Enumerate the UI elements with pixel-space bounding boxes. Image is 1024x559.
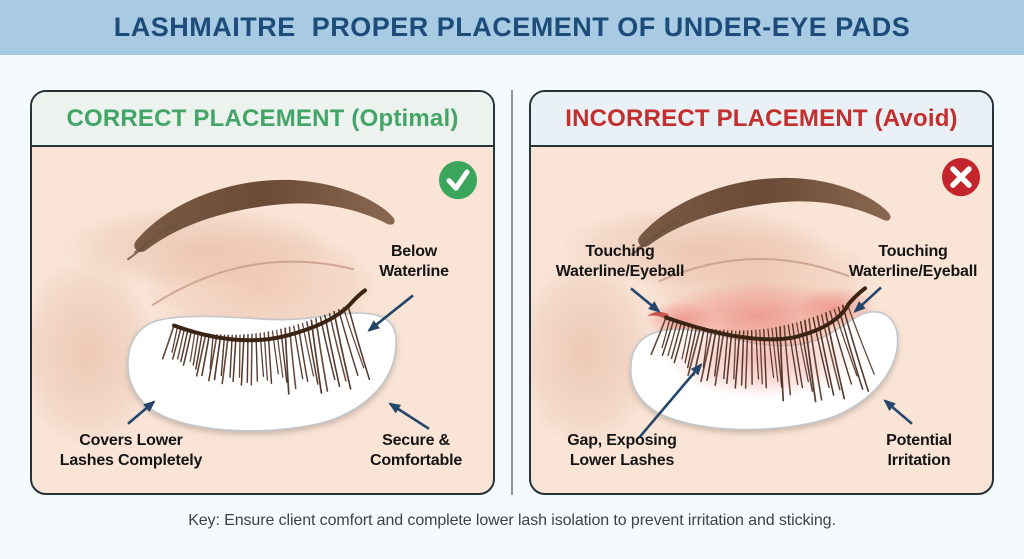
eyelid-crease <box>151 260 355 307</box>
annotation-below-waterline: Below Waterline <box>379 243 449 281</box>
footer-key: Key: Ensure client comfort and complete … <box>0 512 1024 530</box>
eyebrow-wisps <box>127 218 185 261</box>
annotation-touching-waterline-right: Touching Waterline/Eyeball <box>848 243 978 281</box>
annotation-arrow <box>638 363 703 439</box>
annotation-potential-irritation: Potential Irritation <box>886 432 952 470</box>
check-icon <box>439 161 477 200</box>
annotation-arrow <box>883 399 913 425</box>
correct-placement-panel: CORRECT PLACEMENT (Optimal) <box>30 90 495 495</box>
eyebrow-wisps <box>631 220 677 256</box>
skin-shading <box>32 257 157 448</box>
annotation-secure-comfortable: Secure & Comfortable <box>369 432 463 470</box>
annotation-arrow <box>127 400 156 425</box>
annotation-arrow <box>367 294 414 332</box>
lash-line <box>172 288 367 343</box>
correct-panel-header: CORRECT PLACEMENT (Optimal) <box>32 92 493 147</box>
annotation-covers-lower-lashes: Covers Lower Lashes Completely <box>59 432 203 470</box>
annotation-arrows <box>127 294 430 430</box>
skin-shading <box>531 257 656 448</box>
annotation-touching-waterline-left: Touching Waterline/Eyeball <box>555 243 685 281</box>
panel-divider <box>511 90 513 495</box>
eyebrow <box>638 177 891 247</box>
under-eye-pad <box>127 312 397 432</box>
incorrect-panel-body: Touching Waterline/Eyeball Touching Wate… <box>531 147 992 493</box>
annotation-arrows <box>630 286 913 439</box>
eyelid-shading <box>142 227 378 344</box>
title-banner: LASHMAITRE PROPER PLACEMENT OF UNDER-EYE… <box>0 0 1024 55</box>
eyebrow <box>134 179 395 253</box>
lash-line <box>664 286 867 342</box>
annotation-arrow <box>853 286 882 313</box>
annotation-gap-exposing-lashes: Gap, Exposing Lower Lashes <box>567 432 677 470</box>
eyelid-crease <box>658 257 850 283</box>
upper-lashes <box>650 302 875 403</box>
annotation-arrow <box>630 287 661 313</box>
correct-panel-body: Below Waterline Covers Lower Lashes Comp… <box>32 147 493 493</box>
x-icon <box>942 158 980 197</box>
page-title: LASHMAITRE PROPER PLACEMENT OF UNDER-EYE… <box>113 12 911 42</box>
footer-key-text: Key: Ensure client comfort and complete … <box>188 512 836 529</box>
incorrect-panel-header: INCORRECT PLACEMENT (Avoid) <box>531 92 992 147</box>
incorrect-eye-illustration <box>531 158 980 448</box>
annotation-arrow <box>388 402 430 430</box>
incorrect-panel-title: INCORRECT PLACEMENT (Avoid) <box>565 104 958 132</box>
inner-corner-irritation <box>647 311 669 320</box>
incorrect-placement-panel: INCORRECT PLACEMENT (Avoid) <box>529 90 994 495</box>
correct-eye-illustration <box>32 161 477 448</box>
correct-panel-title: CORRECT PLACEMENT (Optimal) <box>66 104 459 132</box>
